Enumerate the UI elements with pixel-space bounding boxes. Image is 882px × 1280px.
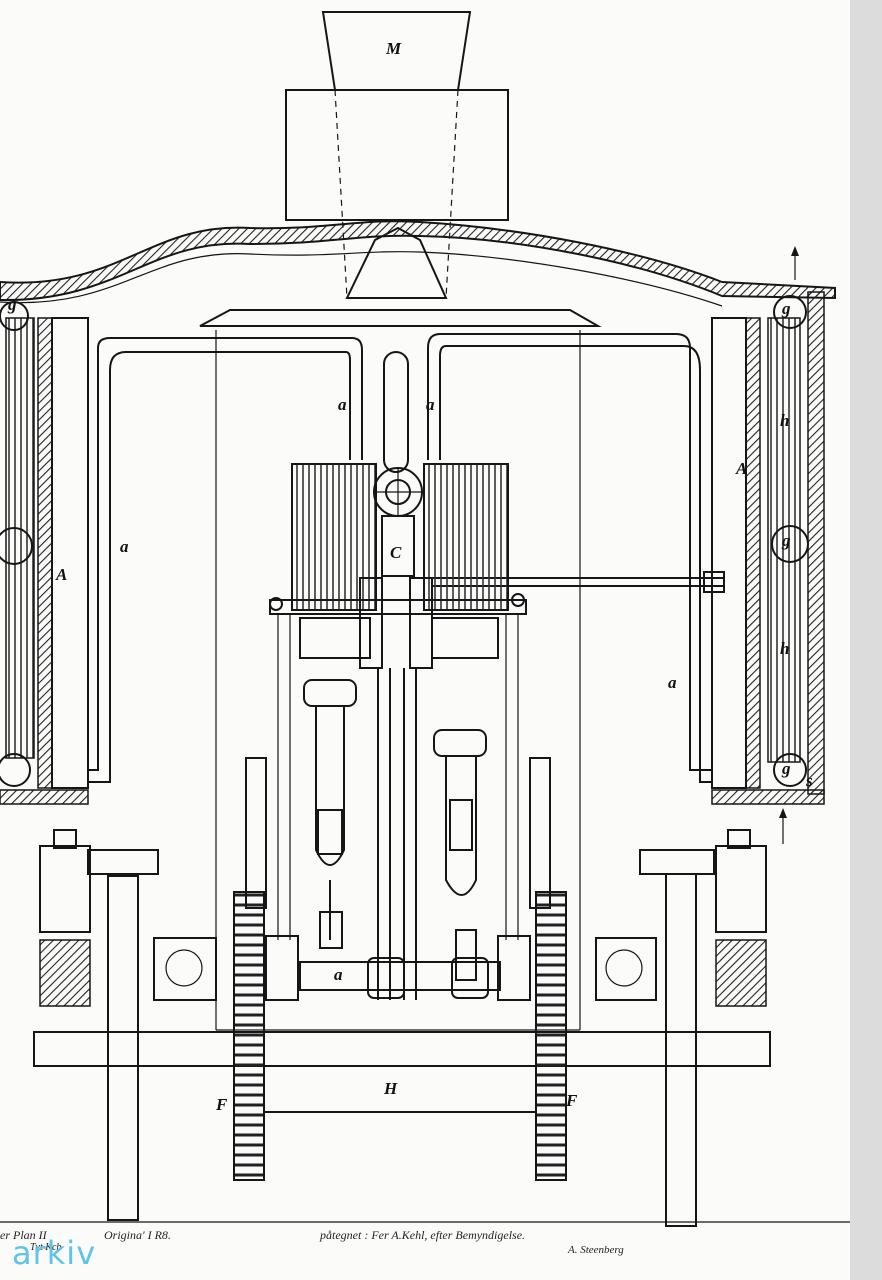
caption-original: Origina' I R8. <box>104 1228 171 1242</box>
pipe-network <box>88 309 725 783</box>
label-c: C <box>390 543 402 562</box>
roof <box>0 220 836 307</box>
label-f-left: F <box>215 1095 228 1114</box>
label-s: s <box>805 771 813 790</box>
axle-boxes <box>39 829 767 1007</box>
caption-drawn-by: påtegnet : Fer A.Kehl, efter Bemyndigels… <box>320 1228 526 1242</box>
label-m: M <box>385 39 402 58</box>
interior-frame <box>215 330 581 1031</box>
technical-drawing: M a a a a a A A C g g g g h h H F F s <box>0 11 850 1227</box>
label-h-lower: h <box>780 639 789 658</box>
pistons <box>265 577 531 1001</box>
label-a-left: a <box>120 537 129 556</box>
label-a-right: a <box>668 673 677 692</box>
label-a-pipe-left: a <box>338 395 347 414</box>
label-h-upper: h <box>780 411 789 430</box>
label-g-top-left: g <box>7 295 17 314</box>
cylinder-c <box>269 463 527 615</box>
label-f-right: F <box>565 1091 578 1110</box>
label-g-middle-right: g <box>781 531 791 550</box>
label-h-axle: H <box>383 1079 398 1098</box>
label-g-bottom-right: g <box>781 759 791 778</box>
caption-signature: A. Steenberg <box>568 1244 624 1256</box>
label-A-left: A <box>55 565 67 584</box>
label-a-pipe-right: a <box>426 395 435 414</box>
right-wall <box>711 246 825 844</box>
hopper-m <box>285 11 509 299</box>
caption-plan-ref: er Plan II <box>0 1228 47 1242</box>
label-a-lower: a <box>334 965 343 984</box>
label-g-top-right: g <box>781 299 791 318</box>
axle-assembly <box>33 757 771 1227</box>
label-A-right: A <box>735 459 747 478</box>
left-wall <box>0 301 89 805</box>
scan-edge <box>850 0 882 1280</box>
caption-plan-ref-2: Tvt Kch <box>30 1242 62 1253</box>
arkiv-logo: arkiv <box>12 1234 97 1272</box>
